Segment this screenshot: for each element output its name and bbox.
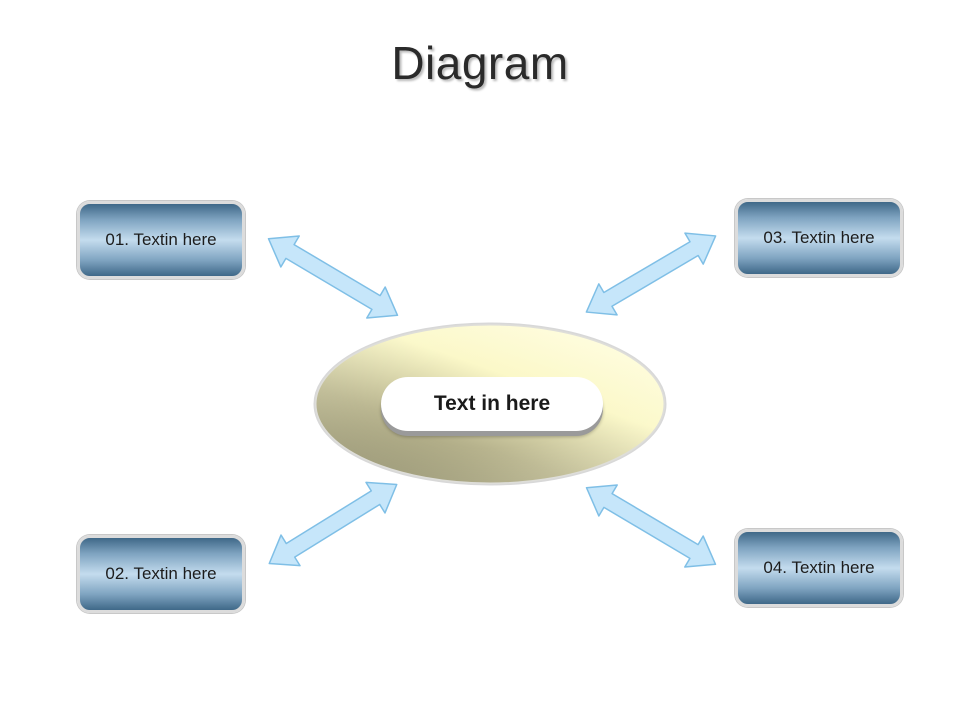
node-02-label: 02. Textin here xyxy=(105,564,217,583)
diagram-title: Diagram xyxy=(391,37,569,89)
node-03-box: 03. Textin here xyxy=(735,199,903,277)
node-01-box: 01. Textin here xyxy=(77,201,245,279)
center-label-pill: Text in here xyxy=(381,377,603,431)
node-01-label: 01. Textin here xyxy=(105,230,217,249)
node-04-label: 04. Textin here xyxy=(763,558,875,577)
center-label-text: Text in here xyxy=(433,392,551,415)
node-03-label: 03. Textin here xyxy=(763,228,875,247)
node-02-box: 02. Textin here xyxy=(77,535,245,613)
node-04-box: 04. Textin here xyxy=(735,529,903,607)
